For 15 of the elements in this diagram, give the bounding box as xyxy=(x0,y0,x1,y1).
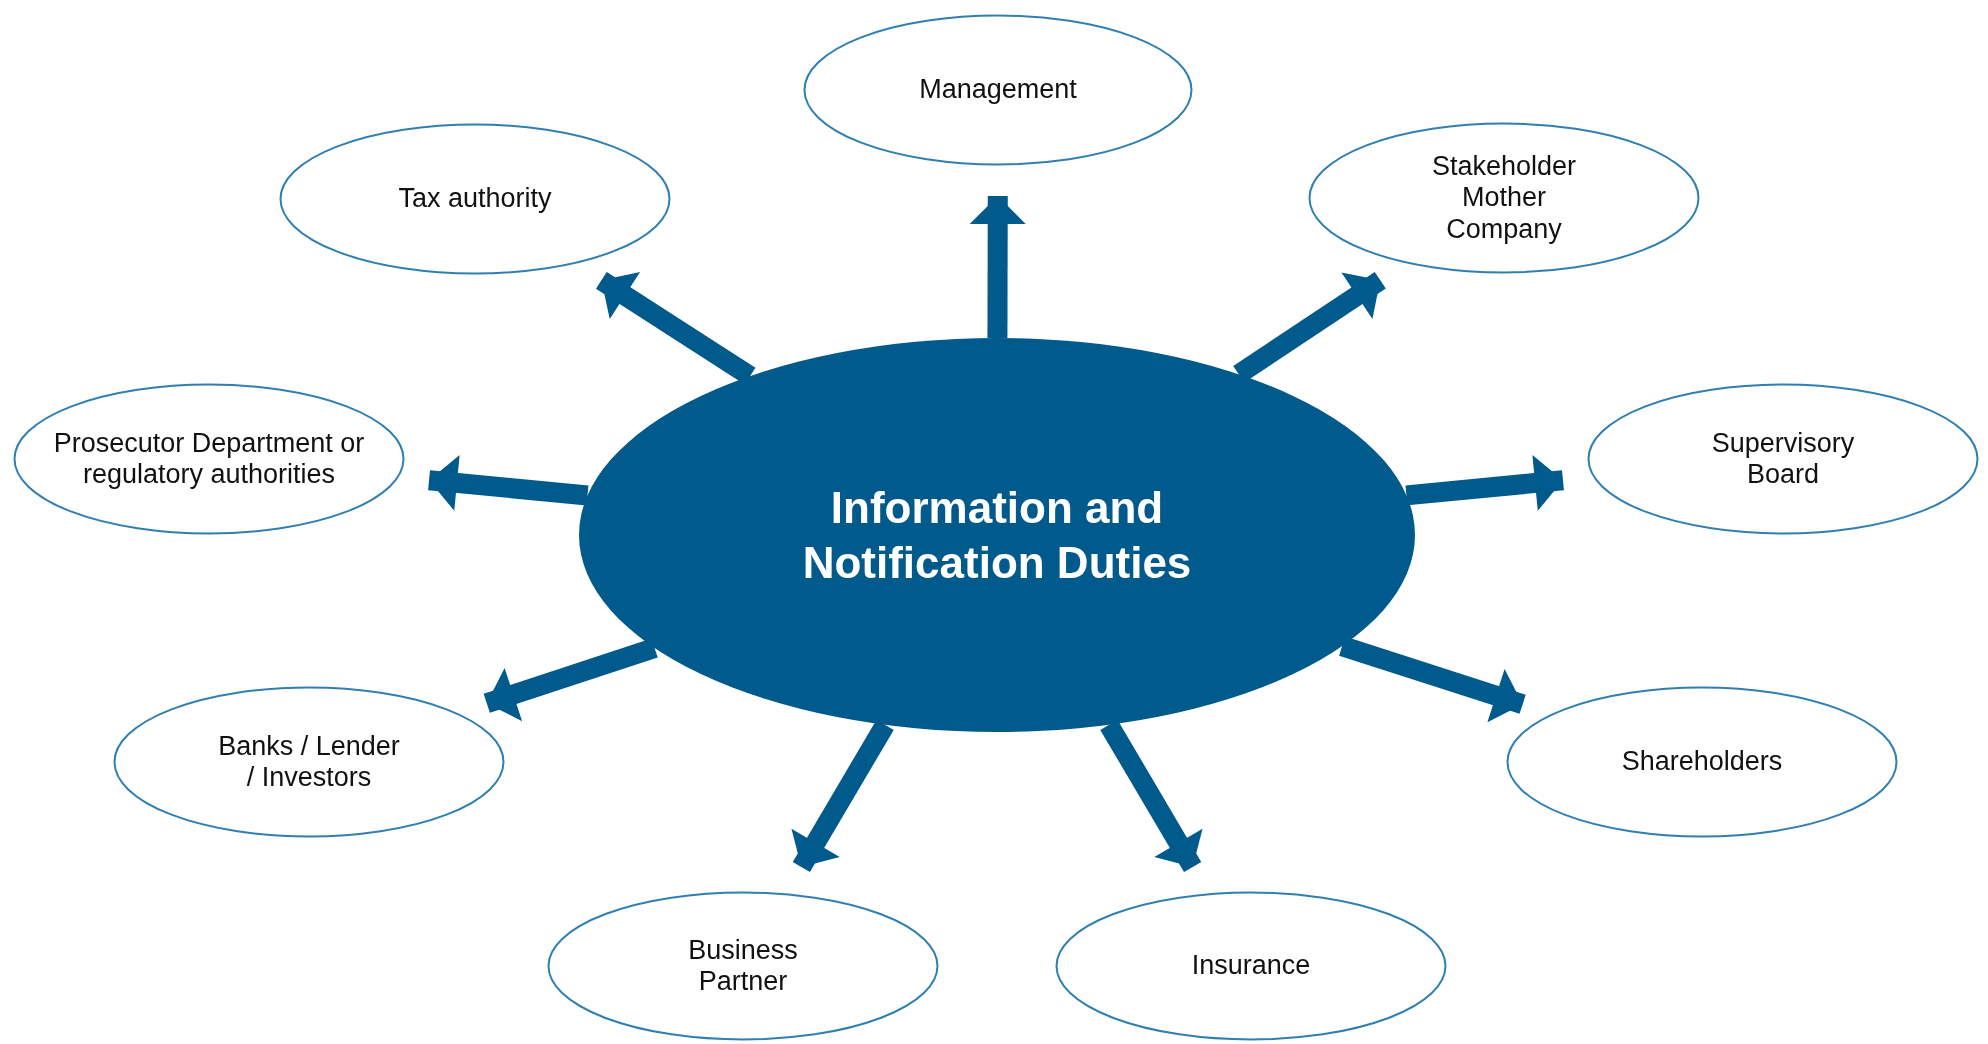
node-label: Stakeholder Mother Company xyxy=(1430,151,1578,245)
node-label: Insurance xyxy=(1191,950,1311,982)
arrow xyxy=(969,196,1026,339)
node-label: Banks / Lender / Investors xyxy=(217,730,401,794)
arrow xyxy=(1339,636,1526,723)
node-label: Shareholders xyxy=(1621,746,1783,778)
node-label: Management xyxy=(919,74,1077,106)
arrow xyxy=(1405,455,1564,511)
node-label: Tax authority xyxy=(398,183,552,215)
node-label: Prosecutor Department or regulatory authorities xyxy=(52,427,366,491)
central-label: Information and Notification Duties xyxy=(801,482,1193,589)
arrow xyxy=(483,638,658,722)
node-label: Supervisory Board xyxy=(1710,427,1856,491)
arrow xyxy=(428,455,589,511)
node-label: Business Partner xyxy=(687,934,799,998)
